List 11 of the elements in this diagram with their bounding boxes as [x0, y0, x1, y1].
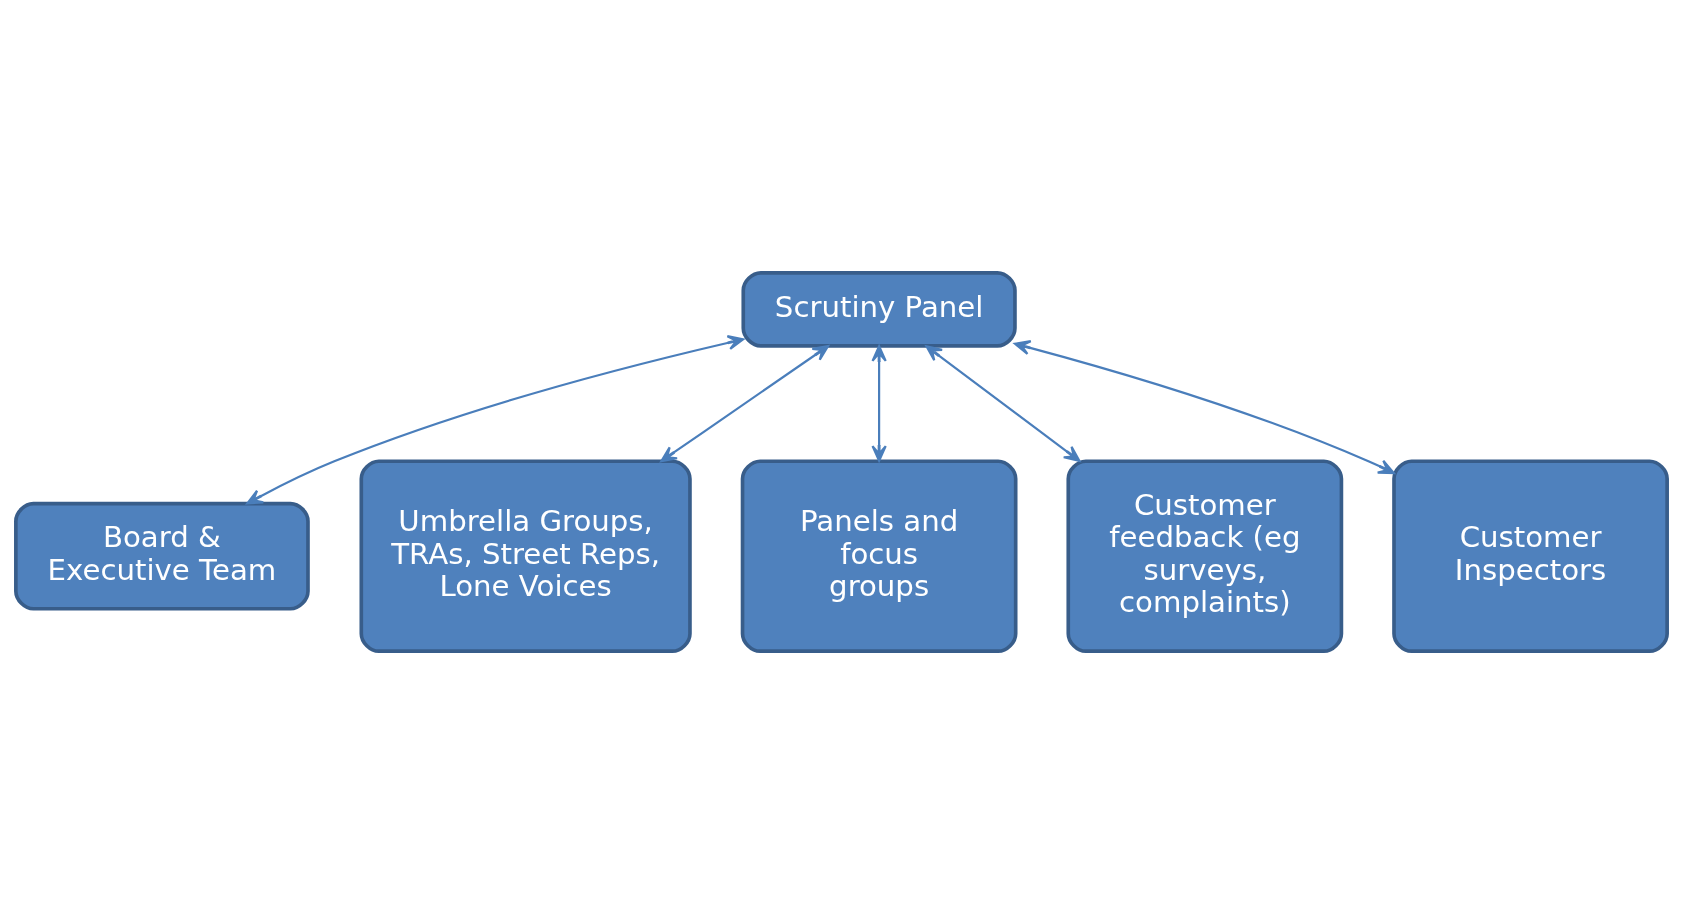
node-box: Umbrella Groups, TRAs, Street Reps, Lone Voices: [359, 459, 692, 653]
arrow: [871, 345, 887, 462]
node-box: Board & Executive Team: [14, 501, 310, 611]
node-box: Scrutiny Panel: [741, 271, 1017, 348]
arrow: [246, 335, 745, 505]
arrow: [1013, 340, 1395, 475]
node-box: Customer Inspectors: [1392, 459, 1669, 653]
arrow: [925, 345, 1081, 462]
node-box: Customer feedback (eg surveys, complaints): [1066, 459, 1344, 653]
node-box: Panels and focus groups: [740, 459, 1018, 653]
arrow: [660, 344, 830, 463]
